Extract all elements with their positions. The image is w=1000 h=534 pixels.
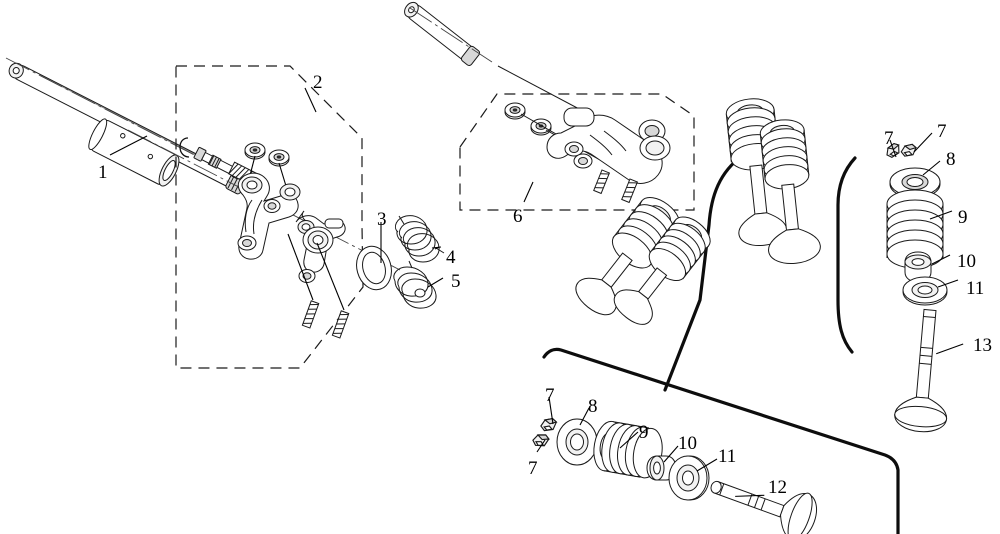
callout-11a: 11 — [966, 278, 985, 299]
leader-nut-b — [278, 162, 287, 187]
callout-13: 13 — [973, 335, 992, 356]
callout-4: 4 — [446, 247, 456, 268]
part-spring-seat-10 — [904, 251, 951, 283]
part-rocker-bracket-6 — [546, 107, 671, 184]
part-valve-stem-seal-11b — [668, 455, 718, 501]
part-rocker-shaft-2 — [404, 1, 601, 121]
cylinder-head-outline — [542, 154, 900, 534]
part-screw-c — [593, 169, 611, 195]
part-valve-stem-seal-11 — [902, 276, 959, 306]
callout-2: 2 — [313, 72, 323, 93]
group-outline-2 — [175, 65, 364, 369]
part-adjust-screw-a — [301, 300, 320, 329]
part-exhaust-valve-13 — [894, 308, 964, 433]
part-spring-retainer-8b — [556, 407, 598, 466]
part-nut-c — [504, 102, 526, 120]
callout-7c: 7 — [545, 385, 555, 406]
part-intake-valve-12 — [710, 480, 818, 534]
assembly-valve-upper-right — [759, 119, 821, 265]
part-adjust-screw-b — [331, 310, 350, 339]
part-spring-clip-5 — [393, 260, 444, 309]
part-rocker-arm-shaft — [5, 57, 401, 271]
exploded-valve-right — [884, 132, 964, 433]
callout-7b: 7 — [937, 121, 947, 142]
exploded-valve-bottom — [530, 396, 818, 534]
part-rocker-arm-right — [295, 210, 346, 283]
callout-5: 5 — [451, 271, 461, 292]
callout-9b: 9 — [639, 422, 649, 443]
callout-11b: 11 — [718, 446, 737, 467]
callout-3: 3 — [377, 209, 387, 230]
callout-1: 1 — [98, 162, 108, 183]
part-screw-d — [621, 178, 639, 204]
callout-6: 6 — [513, 206, 523, 227]
leader-screw-b — [316, 242, 345, 311]
callout-8b: 8 — [588, 396, 598, 417]
leader-screw-a — [287, 233, 314, 301]
callout-10a: 10 — [957, 251, 976, 272]
part-torsion-spring-4 — [394, 215, 445, 263]
callout-9a: 9 — [958, 207, 968, 228]
part-cotter-7b — [899, 141, 918, 159]
part-washer-3 — [356, 222, 392, 291]
group-outline-6 — [459, 93, 695, 211]
callout-12: 12 — [768, 477, 787, 498]
assembly-valve-middle — [575, 197, 711, 325]
callout-7a: 7 — [884, 128, 894, 149]
callout-10b: 10 — [678, 433, 697, 454]
part-rocker-arm-left — [237, 172, 301, 260]
part-valve-spring-9 — [886, 189, 953, 269]
part-cotter-7c — [539, 415, 558, 434]
callout-7d: 7 — [528, 458, 538, 479]
callout-8a: 8 — [946, 149, 956, 170]
part-snap-ring-small — [179, 137, 190, 158]
